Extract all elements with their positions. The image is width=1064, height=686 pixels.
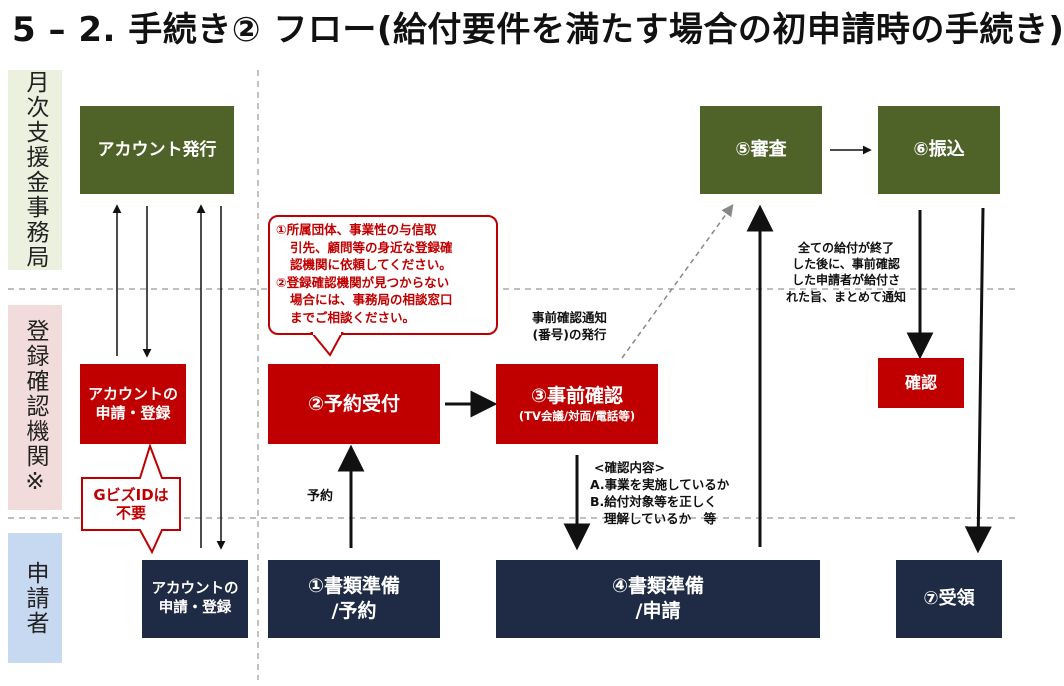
lane-office-label: 月次支援金事務局 <box>8 70 62 270</box>
callout-line3: 認機関に依頼してください。 <box>290 257 452 272</box>
docs-apply-line2: /申請 <box>635 600 681 622</box>
account-issue-label: アカウント発行 <box>97 139 217 160</box>
registrar-account-line1: アカウントの <box>87 384 178 403</box>
confirm-box: 確認 <box>878 358 964 408</box>
final-line1: 全ての給付が終了 <box>798 241 895 255</box>
applicant-account-line2: 申請・登録 <box>158 600 232 616</box>
transfer-label: ⑥振込 <box>913 139 965 161</box>
callout-line5: 場合には、事務局の相談窓口 <box>290 292 453 307</box>
reserve-note: 予約 <box>307 489 334 504</box>
account-issue-box: アカウント発行 <box>80 106 234 194</box>
page-title: 5 – 2. 手続き② フロー(給付要件を満たす場合の初申請時の手続き) <box>12 10 1064 50</box>
notice-line1: 事前確認通知 <box>532 310 608 325</box>
notice-line2: (番号)の発行 <box>532 326 607 342</box>
gbiz-line2: 不要 <box>115 504 146 522</box>
callout-tail <box>309 331 344 357</box>
content-line2: A.事業を実施しているか <box>590 476 730 492</box>
pre-check-sub: (TV会議/対面/電話等) <box>518 408 636 423</box>
final-line3: した申請者が給付さ <box>792 273 901 288</box>
pre-check-box: ③事前確認 (TV会議/対面/電話等) <box>496 364 658 444</box>
gbiz-note: GビズIDは 不要 <box>82 478 180 530</box>
callout-line1: ①所属団体、事業性の与信取 <box>276 222 437 237</box>
applicant-account-line1: アカウントの <box>151 581 239 598</box>
receive-label: ⑦受領 <box>923 588 975 610</box>
content-line4: 理解しているか 等 <box>604 510 717 526</box>
reservation-box: ②予約受付 <box>268 364 440 444</box>
docs-apply-line1: ④書類準備 <box>611 575 705 598</box>
pre-check-label: ③事前確認 <box>530 385 624 408</box>
final-line4: れた旨、まとめて通知 <box>786 289 907 304</box>
lane-registrar-text: 登録確認機関※ <box>22 318 48 497</box>
receive-box: ⑦受領 <box>896 560 1002 638</box>
confirm-label: 確認 <box>904 372 937 392</box>
docs-reserve-box: ①書類準備 /予約 <box>268 560 440 638</box>
lane-applicant-text: 申請者 <box>22 560 48 636</box>
arrow-transfer-to-receive <box>964 207 992 554</box>
reservation-label: ②予約受付 <box>307 392 401 415</box>
registrar-account-line2: 申請・登録 <box>95 404 171 422</box>
callout-note: ①所属団体、事業性の与信取 引先、顧問等の身近な登録確 認機関に依頼してください… <box>268 215 498 335</box>
transfer-box: ⑥振込 <box>878 106 1000 194</box>
notice-note: 事前確認通知 (番号)の発行 <box>532 310 607 344</box>
gbiz-line1: GビズIDは <box>93 486 169 504</box>
gbiz-callout-shape <box>81 442 181 555</box>
lane-applicant-label: 申請者 <box>8 533 62 663</box>
content-line3: B.給付対象等を正しく <box>590 493 717 509</box>
docs-reserve-line2: /予約 <box>331 600 377 622</box>
docs-reserve-line1: ①書類準備 <box>307 575 401 598</box>
lane-office-text: 月次支援金事務局 <box>22 70 48 270</box>
final-line2: した後に、事前確認 <box>792 257 900 272</box>
check-content-note: <確認内容> A.事業を実施しているか B.給付対象等を正しく 理解しているか … <box>590 460 729 528</box>
callout-line2: 引先、顧問等の身近な登録確 <box>290 239 453 255</box>
applicant-account-box: アカウントの 申請・登録 <box>142 560 248 638</box>
review-label: ⑤審査 <box>735 139 787 161</box>
callout-line4: ②登録確認機関が見つからない <box>276 274 450 290</box>
docs-apply-box: ④書類準備 /申請 <box>496 560 820 638</box>
arrow-notice-dashed <box>621 204 734 359</box>
review-box: ⑤審査 <box>700 106 822 194</box>
callout-line6: までご相談ください。 <box>290 309 416 325</box>
lane-registrar-label: 登録確認機関※ <box>8 305 62 510</box>
registrar-account-box: アカウントの 申請・登録 <box>80 364 186 444</box>
final-notice-note: 全ての給付が終了 した後に、事前確認 した申請者が給付さ れた旨、まとめて通知 <box>786 240 906 305</box>
content-line1: <確認内容> <box>594 460 665 475</box>
